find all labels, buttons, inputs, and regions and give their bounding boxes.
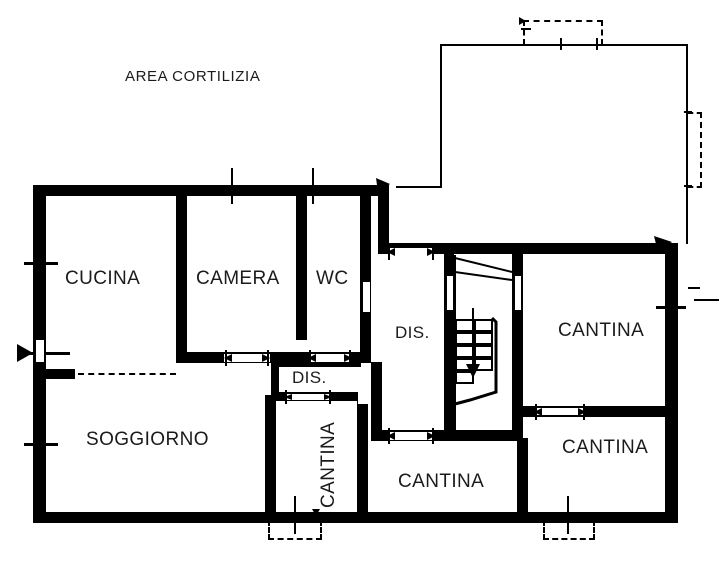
room-label-cantina-vertical: CANTINA [318,421,339,508]
wall-dis-small-top [271,359,361,367]
dimension-dash-bottom-right-b [593,520,595,540]
room-label-dis-small: DIS. [292,368,327,387]
dimension-leader-lines [688,287,719,301]
window-tick-left-lower [24,443,58,446]
entry-door-gap [36,340,44,362]
door-opening-stair-left [447,276,453,310]
dimension-dash-top [523,20,603,22]
tick-bottom-right [567,496,569,534]
window-tick-right-upper [656,306,686,309]
dimension-dash-bottom-left-b [320,520,322,540]
room-label-soggiorno: SOGGIORNO [86,429,209,450]
exterior-wall-top-right [378,243,678,254]
door-opening-dis-small [286,394,330,400]
courtyard-wall-left [440,44,442,188]
dimension-arrow-top [519,17,526,25]
interior-wall-under-camera [176,352,371,363]
door-opening-right-cantina [536,408,584,415]
window-tick-top-wc [312,168,314,204]
window-tick-top-camera [231,168,233,204]
door-opening-stair-right [515,276,521,310]
exterior-wall-top-left [33,185,389,196]
window-tick-left-upper [24,262,58,265]
entry-line [24,352,70,355]
window-jamb-left-upper-b [43,248,45,314]
window-jamb-left-lower-b [43,422,45,474]
dimension-dash-bottom-right [543,538,595,540]
wall-dis-corridor-right [444,250,454,438]
dimension-dash-bottom-left-a [268,520,270,540]
interior-wall-cucina-camera [176,190,187,363]
room-label-dis-corridor: DIS. [395,323,430,342]
wall-under-dis-corridor [371,430,523,441]
corner-arrows [376,178,672,252]
wall-between-right-cantinas [523,406,678,417]
room-label-cantina-bottom-center: CANTINA [398,471,485,492]
interior-wall-wc-right [360,190,371,362]
room-label-cantina-top-right: CANTINA [558,320,645,341]
opening-dashed-cucina-soggiorno [78,373,176,375]
tick-right-b [684,185,692,187]
door-opening-dis-wc-side [363,282,370,312]
exterior-wall-bottom [33,512,678,523]
exterior-wall-right [665,243,678,523]
dimension-dash-right-bottom [688,186,702,188]
wall-cantina-vert-left [266,398,276,516]
tick-right-a [684,111,692,113]
dimension-dash-right-top [688,112,702,114]
area-cortilizia-label: AREA CORTILIZIA [125,68,261,85]
dimension-dash-bottom-left [268,538,322,540]
wall-stair-enclosure-right [512,250,523,438]
dimension-arrow-bottom-left [312,509,320,516]
room-label-cucina: CUCINA [65,268,141,289]
dimension-dash-bottom-right-a [543,520,545,540]
wall-cantina-lower-divider [517,438,528,516]
entry-arrow-icon [17,344,33,362]
staircase-icon [454,255,513,438]
tick-top-b [560,38,562,50]
window-jamb-left-lower-a [38,422,40,474]
exterior-wall-step [378,185,389,247]
door-opening-camera [224,354,270,362]
dimension-dash-right-outer [700,112,702,188]
interior-wall-camera-wc [296,190,307,340]
wall-dis-small-left [271,359,279,401]
window-jamb-left-upper-a [38,248,40,314]
door-opening-wc [310,354,350,362]
dimension-dash-top-right [601,20,603,45]
room-label-camera: CAMERA [196,268,280,289]
dimension-dash-top-left [523,20,525,45]
interior-wall-cucina-soggiorno-stub [40,369,75,379]
wall-cantina-vert-right [357,398,368,516]
room-label-wc: WC [316,268,349,289]
courtyard-wall-right [686,44,688,244]
wall-dis-corridor-left-lower [371,362,382,440]
tick-bottom-left [294,496,296,534]
courtyard-wall-top [440,44,688,46]
door-opening-cantina-vert [358,382,368,404]
courtyard-wall-lower-left [396,186,442,188]
door-opening-dis-top [389,248,433,256]
tick-top-c [596,38,598,50]
room-label-cantina-bottom-right: CANTINA [562,437,649,458]
window-jamb-right-a [674,284,676,336]
tick-top-a [521,28,531,30]
door-opening-dis-bottom [389,432,433,440]
